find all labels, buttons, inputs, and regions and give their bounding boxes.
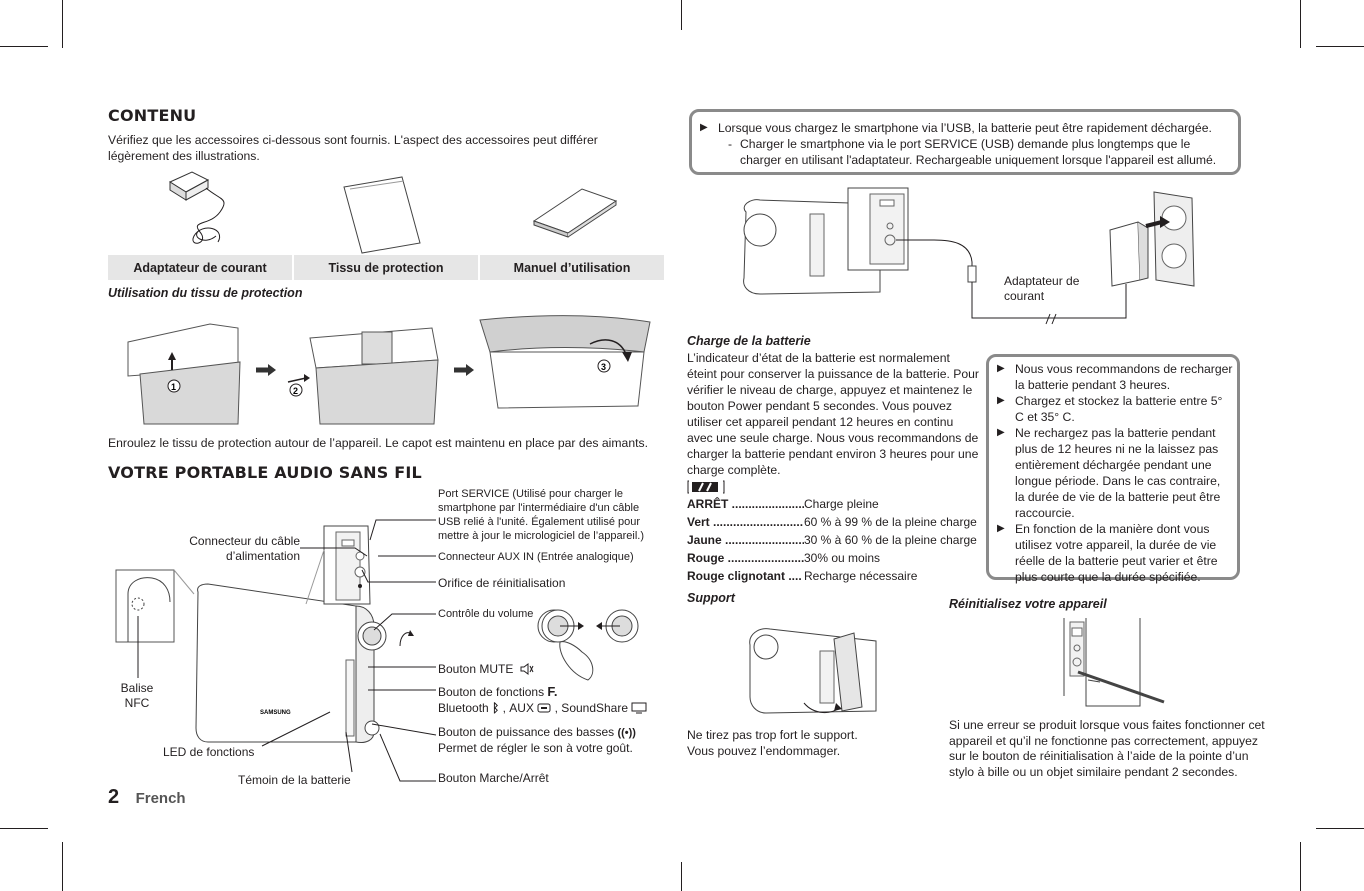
battery-status-row: Vert ........................... 60 % à … xyxy=(687,515,977,529)
bullet-icon: ▶ xyxy=(997,523,1005,534)
battery-tip: ▶ Nous vous recommandons de recharger la… xyxy=(989,361,1233,393)
svg-text:2: 2 xyxy=(293,386,298,396)
volume-label: Contrôle du volume xyxy=(438,608,534,620)
soundshare-source-label: , SoundShare xyxy=(554,701,629,715)
battery-status-key: Jaune ......................... xyxy=(687,533,804,547)
battery-tip-text: Ne rechargez pas la batterie pendant plu… xyxy=(1015,426,1221,520)
reset-title: Réinitialisez votre appareil xyxy=(949,597,1107,611)
support-caption: Ne tirez pas trop fort le support. Vous … xyxy=(687,728,858,758)
aux-source-label: , AUX xyxy=(502,701,534,715)
battery-indicator-icon xyxy=(687,480,725,494)
battery-status-value: 60 % à 99 % de la pleine charge xyxy=(804,515,977,529)
accessories-table: Adaptateur de courant Tissu de protectio… xyxy=(108,255,664,280)
bass-button-label: Bouton de puissance des basses xyxy=(438,725,615,739)
battery-status-value: 30 % à 60 % de la pleine charge xyxy=(804,533,977,547)
bass-description: Permet de régler le son à votre goût. xyxy=(438,741,633,755)
support-illustration xyxy=(749,628,877,714)
power-adapter-illustration xyxy=(168,171,225,244)
aux-in-label: Connecteur AUX IN (Entrée analogique) xyxy=(438,551,634,563)
contents-intro: Vérifiez que les accessoires ci-dessous … xyxy=(108,133,598,163)
bass-label-row: Bouton de puissance des basses ((•)) Per… xyxy=(438,725,668,756)
function-button-label: Bouton de fonctions xyxy=(438,685,545,699)
usb-note-dash: - Charger le smartphone via le port SERV… xyxy=(692,136,1238,168)
power-connector-label: Connecteur du câble d’alimentation xyxy=(189,534,300,563)
battery-tip-text: Chargez et stockez la batterie entre 5° … xyxy=(1015,394,1223,424)
tv-icon xyxy=(631,702,647,714)
accessory-user-manual: Manuel d’utilisation xyxy=(480,255,664,280)
rotate-arrow-icon xyxy=(399,630,414,647)
usb-note-text: Lorsque vous chargez le smartphone via l… xyxy=(718,121,1212,135)
accessory-protection-cloth: Tissu de protection xyxy=(294,255,478,280)
battery-status-row: ARRÊT ...................... Charge plei… xyxy=(687,497,879,511)
battery-tip: ▶ Chargez et stockez la batterie entre 5… xyxy=(989,393,1233,425)
dash-mark: - xyxy=(728,137,733,151)
battery-charge-title: Charge de la batterie xyxy=(687,334,811,348)
page-language: French xyxy=(135,790,186,807)
function-led-label: LED de fonctions xyxy=(163,745,255,759)
battery-tip: ▶ En fonction de la manière dont vous ut… xyxy=(989,521,1233,585)
accessory-power-adapter: Adaptateur de courant xyxy=(108,255,292,280)
battery-charge-text: L’indicateur d’état de la batterie est n… xyxy=(687,351,979,477)
bluetooth-source-label: Bluetooth xyxy=(438,701,489,715)
adapter-label: Adaptateur de courant xyxy=(1004,274,1080,303)
device-heading: VOTRE PORTABLE AUDIO SANS FIL xyxy=(108,463,422,482)
svg-text:1: 1 xyxy=(171,382,176,392)
contents-heading: CONTENU xyxy=(108,106,197,125)
device-illustration: SAMSUNG xyxy=(115,525,571,743)
usb-note-box: ▶ Lorsque vous chargez le smartphone via… xyxy=(689,109,1241,175)
cloth-steps-illustration: 1 2 3 xyxy=(127,315,651,425)
battery-tip-text: En fonction de la manière dont vous util… xyxy=(1015,522,1218,584)
battery-status-key: ARRÊT ...................... xyxy=(687,497,804,511)
battery-tips-box: ▶ Nous vous recommandons de recharger la… xyxy=(986,354,1240,584)
battery-tip-text: Nous vous recommandons de recharger la b… xyxy=(1015,362,1233,392)
protection-cloth-illustration xyxy=(343,176,421,254)
reset-caption: Si une erreur se produit lorsque vous fa… xyxy=(949,718,1265,779)
charging-illustration xyxy=(743,187,1195,325)
svg-text:SAMSUNG: SAMSUNG xyxy=(260,710,291,716)
svg-text:3: 3 xyxy=(601,362,606,372)
battery-status-value: Recharge nécessaire xyxy=(804,569,918,583)
function-f-icon: F. xyxy=(547,684,558,699)
user-manual-illustration xyxy=(532,188,618,238)
battery-led-label: Témoin de la batterie xyxy=(238,773,351,787)
power-button-label: Bouton Marche/Arrêt xyxy=(438,771,549,785)
reset-hole-label: Orifice de réinitialisation xyxy=(438,576,566,590)
battery-status-row: Jaune ......................... 30 % à 6… xyxy=(687,533,977,547)
cloth-usage-title: Utilisation du tissu de protection xyxy=(108,286,303,300)
bullet-icon: ▶ xyxy=(700,122,708,133)
reset-illustration xyxy=(1063,618,1165,707)
battery-status-row: Rouge clignotant .... Recharge nécessair… xyxy=(687,569,917,583)
mute-speaker-icon xyxy=(520,663,534,675)
cloth-caption: Enroulez le tissu de protection autour d… xyxy=(108,436,648,450)
nfc-label: Balise NFC xyxy=(120,681,154,710)
mute-label: Bouton MUTE xyxy=(438,662,514,676)
battery-status-key: Rouge clignotant .... xyxy=(687,569,802,583)
page-footer: 2 French xyxy=(108,786,186,809)
bass-waves-icon: ((•)) xyxy=(617,727,636,739)
bullet-icon: ▶ xyxy=(997,395,1005,406)
support-title: Support xyxy=(687,591,735,605)
usb-note-bullet: ▶ Lorsque vous chargez le smartphone via… xyxy=(692,120,1238,136)
page-number: 2 xyxy=(108,786,120,808)
service-port-label: Port SERVICE (Utilisé pour charger le sm… xyxy=(438,488,645,542)
usb-note-dash-text: Charger le smartphone via le port SERVIC… xyxy=(740,137,1217,167)
bluetooth-icon: ᛒ xyxy=(492,701,500,715)
battery-tip: ▶ Ne rechargez pas la batterie pendant p… xyxy=(989,425,1233,521)
bullet-icon: ▶ xyxy=(997,427,1005,438)
battery-status-key: Vert ........................... xyxy=(687,515,804,529)
mute-label-row: Bouton MUTE xyxy=(438,661,534,677)
bullet-icon: ▶ xyxy=(997,363,1005,374)
battery-status-row: Rouge ....................... 30% ou moi… xyxy=(687,551,880,565)
battery-status-value: Charge pleine xyxy=(804,497,879,511)
volume-knobs-illustration xyxy=(541,609,639,681)
battery-status-value: 30% ou moins xyxy=(804,551,881,565)
aux-icon xyxy=(537,703,551,713)
function-label-row: Bouton de fonctions F. Bluetooth ᛒ , AUX… xyxy=(438,684,678,716)
battery-status-key: Rouge ....................... xyxy=(687,551,804,565)
